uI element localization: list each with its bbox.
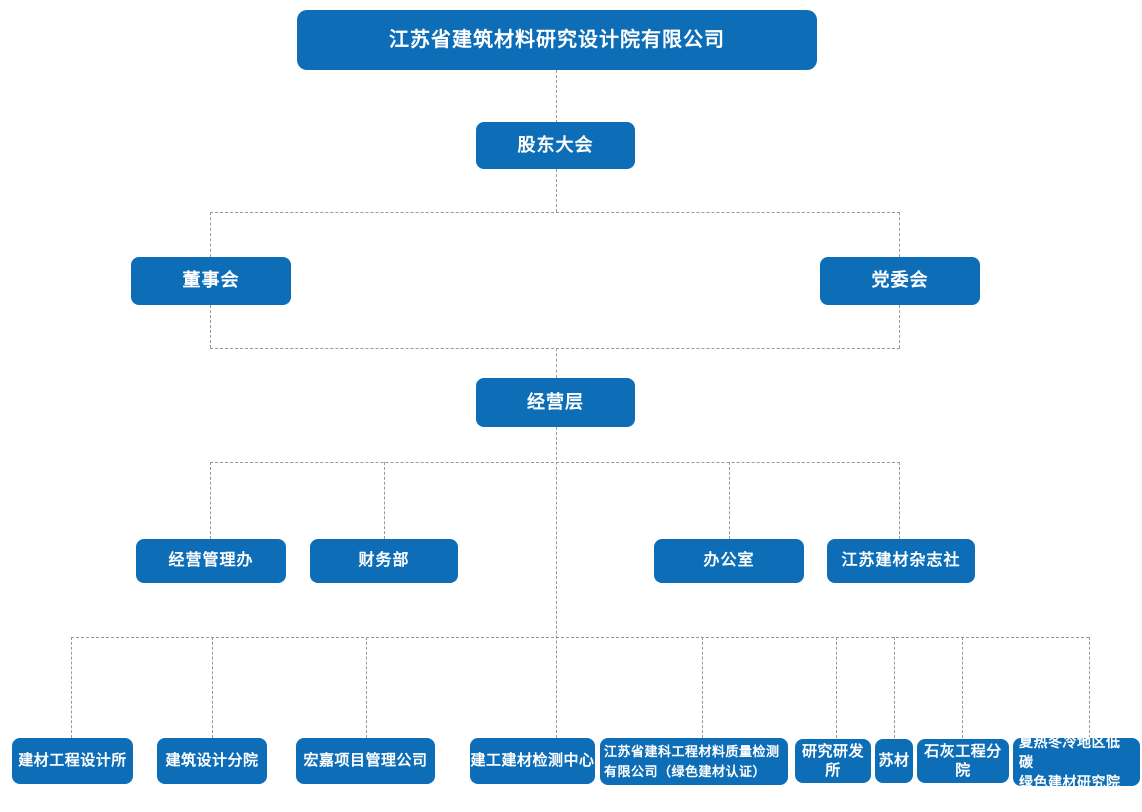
org-node-dept-general-office: 办公室 — [654, 539, 804, 583]
connector-h-level3 — [210, 212, 900, 213]
connector-to-board — [210, 212, 211, 257]
connector-to-sub-3 — [366, 637, 367, 738]
connector-management-down — [556, 427, 557, 738]
connector-to-dept-4 — [899, 462, 900, 539]
connector-to-sub-2 — [212, 637, 213, 738]
org-node-sub-low-carbon-green-building-materials-institute: 夏热冬冷地区低碳 绿色建材研究院 — [1013, 734, 1140, 790]
connector-shareholders-down — [556, 169, 557, 212]
org-node-sub-construction-materials-testing-center: 建工建材检测中心 — [470, 738, 595, 784]
connector-party-down — [899, 305, 900, 348]
org-node-root: 江苏省建筑材料研究设计院有限公司 — [297, 10, 817, 70]
connector-h-level4 — [210, 348, 900, 349]
org-node-sub-lime-engineering-branch: 石灰工程分院 — [917, 739, 1009, 783]
org-node-sub-jianke-quality-testing-company: 江苏省建科工程材料质量检测 有限公司（绿色建材认证） — [600, 738, 788, 785]
org-node-sub-architectural-design-branch: 建筑设计分院 — [157, 738, 267, 784]
connector-h-departments — [210, 462, 900, 463]
connector-to-sub-5 — [702, 637, 703, 738]
connector-to-dept-1 — [210, 462, 211, 539]
connector-to-dept-3 — [729, 462, 730, 539]
org-node-sub-research-rd-institute: 研究研发所 — [795, 739, 871, 783]
connector-root-shareholders — [556, 70, 557, 123]
connector-to-sub-9 — [1089, 637, 1090, 738]
connector-to-party — [899, 212, 900, 257]
connector-to-sub-6 — [836, 637, 837, 738]
org-node-dept-operation-management-office: 经营管理办 — [136, 539, 286, 583]
org-node-board-of-directors: 董事会 — [131, 257, 291, 305]
org-node-party-committee: 党委会 — [820, 257, 980, 305]
connector-to-sub-1 — [71, 637, 72, 738]
connector-to-dept-2 — [384, 462, 385, 539]
connector-to-sub-8 — [962, 637, 963, 738]
org-node-dept-finance: 财务部 — [310, 539, 458, 583]
org-node-shareholders-meeting: 股东大会 — [476, 122, 635, 169]
org-node-dept-jiangsu-building-materials-magazine: 江苏建材杂志社 — [827, 539, 975, 583]
org-node-management-layer: 经营层 — [476, 378, 635, 427]
org-node-sub-hongjia-project-management: 宏嘉项目管理公司 — [296, 738, 435, 784]
connector-to-sub-7 — [894, 637, 895, 738]
connector-h-subsidiaries — [71, 637, 1089, 638]
connector-board-down — [210, 305, 211, 348]
connector-to-management — [556, 348, 557, 378]
org-node-sub-sucai: 苏材 — [875, 739, 913, 783]
org-node-sub-building-materials-engineering-design-institute: 建材工程设计所 — [12, 738, 133, 784]
